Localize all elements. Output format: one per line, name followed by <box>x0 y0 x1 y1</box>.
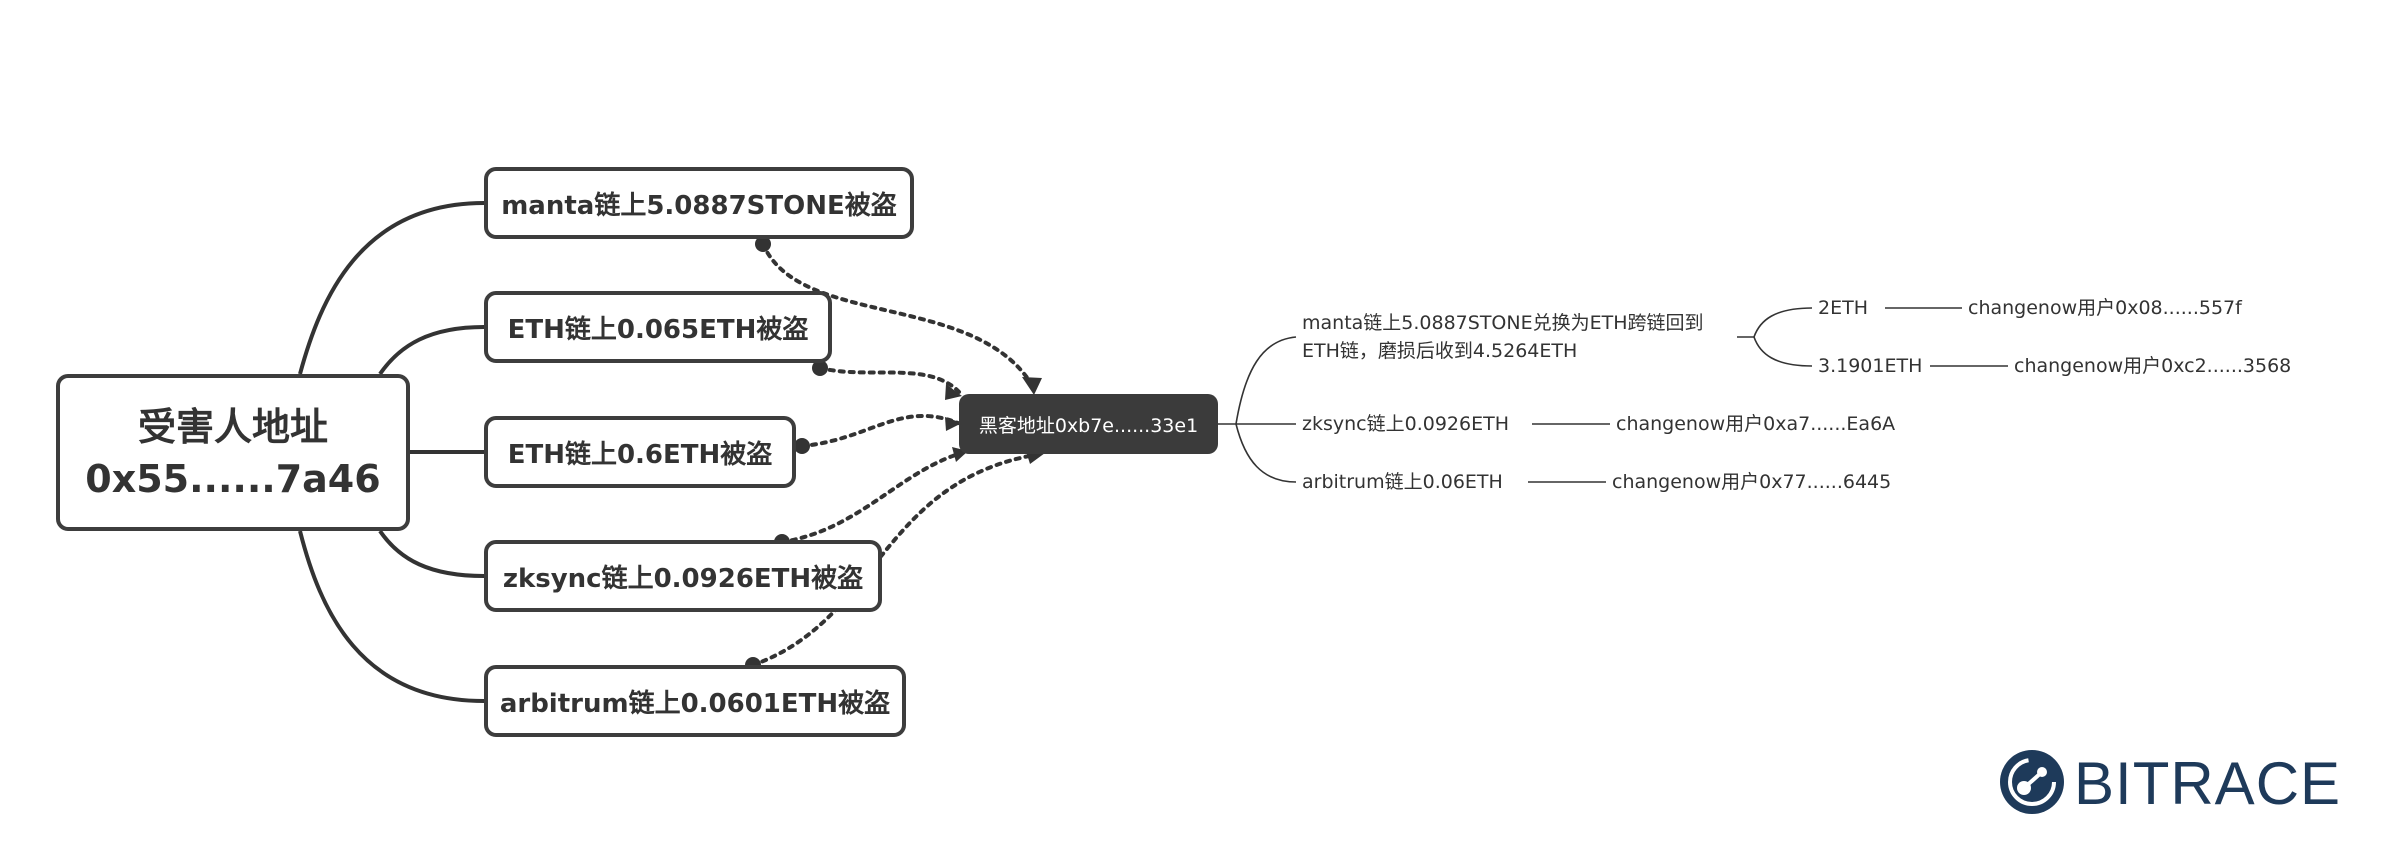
branch-to-arbitrum <box>298 530 485 703</box>
branch-to-manta-flow <box>1235 336 1297 425</box>
branch-to-manta <box>298 201 485 375</box>
split-dest-0xc2: changenow用户0xc2......3568 <box>2014 355 2292 377</box>
source-node-arbitrum: arbitrum链上0.0601ETH被盗 <box>484 665 906 737</box>
split-amount-31901eth: 3.1901ETH <box>1818 355 1923 377</box>
dotted-zksync-to-hacker <box>780 450 967 544</box>
dotted-manta-to-hacker <box>761 242 1037 392</box>
hacker-address-node: 黑客地址0xb7e......33e1 <box>959 394 1218 454</box>
zksync-flow-label: zksync链上0.0926ETH <box>1302 413 1509 435</box>
manta-flow-label: manta链上5.0887STONE兑换为ETH跨链回到 ETH链，磨损后收到4… <box>1302 309 1704 365</box>
split-amount-2eth: 2ETH <box>1818 297 1868 319</box>
hacker-label: 黑客地址0xb7e......33e1 <box>978 414 1199 437</box>
branch-to-arbitrum-flow <box>1235 423 1297 483</box>
source-label: manta链上5.0887STONE被盗 <box>501 190 897 221</box>
arrowhead-manta <box>1022 377 1042 395</box>
arbitrum-flow-dest: changenow用户0x77......6445 <box>1612 471 1892 493</box>
branch-to-zksync <box>378 529 485 578</box>
victim-title: 受害人地址 <box>137 404 328 449</box>
anchor-dot-eth-0065 <box>812 360 828 376</box>
branch-to-31901eth <box>1753 336 1813 367</box>
arrowhead-eth-0065 <box>945 384 962 400</box>
bitrace-logo: BITRACE <box>2000 750 2341 817</box>
source-node-eth-06: ETH链上0.6ETH被盗 <box>484 416 796 488</box>
branch-to-2eth <box>1753 307 1813 338</box>
source-label: zksync链上0.0926ETH被盗 <box>502 563 864 594</box>
bitrace-logo-text: BITRACE <box>2074 750 2341 817</box>
arbitrum-flow-label: arbitrum链上0.06ETH <box>1302 471 1503 493</box>
manta-flow-line1: manta链上5.0887STONE兑换为ETH跨链回到 <box>1302 312 1704 334</box>
victim-address: 0x55......7a46 <box>85 456 381 501</box>
manta-flow-line2: ETH链，磨损后收到4.5264ETH <box>1302 340 1578 362</box>
anchor-dot-manta <box>755 236 771 252</box>
split-dest-0x08: changenow用户0x08......557f <box>1968 297 2242 319</box>
source-label: ETH链上0.065ETH被盗 <box>507 314 809 345</box>
zksync-flow-dest: changenow用户0xa7......Ea6A <box>1616 413 1896 435</box>
dotted-eth06-to-hacker <box>800 413 960 448</box>
branch-to-eth-0065 <box>378 325 485 376</box>
arrowhead-eth-06 <box>945 417 962 431</box>
source-node-manta: manta链上5.0887STONE被盗 <box>484 167 914 239</box>
source-label: arbitrum链上0.0601ETH被盗 <box>499 688 891 719</box>
source-node-zksync: zksync链上0.0926ETH被盗 <box>484 540 882 612</box>
dotted-eth0065-to-hacker <box>818 366 962 395</box>
source-label: ETH链上0.6ETH被盗 <box>507 439 773 470</box>
dotted-arbitrum-to-hacker <box>751 452 1042 667</box>
anchor-dot-eth-06 <box>794 438 810 454</box>
victim-address-node: 受害人地址 0x55......7a46 <box>56 374 410 531</box>
source-node-eth-0065: ETH链上0.065ETH被盗 <box>484 291 832 363</box>
